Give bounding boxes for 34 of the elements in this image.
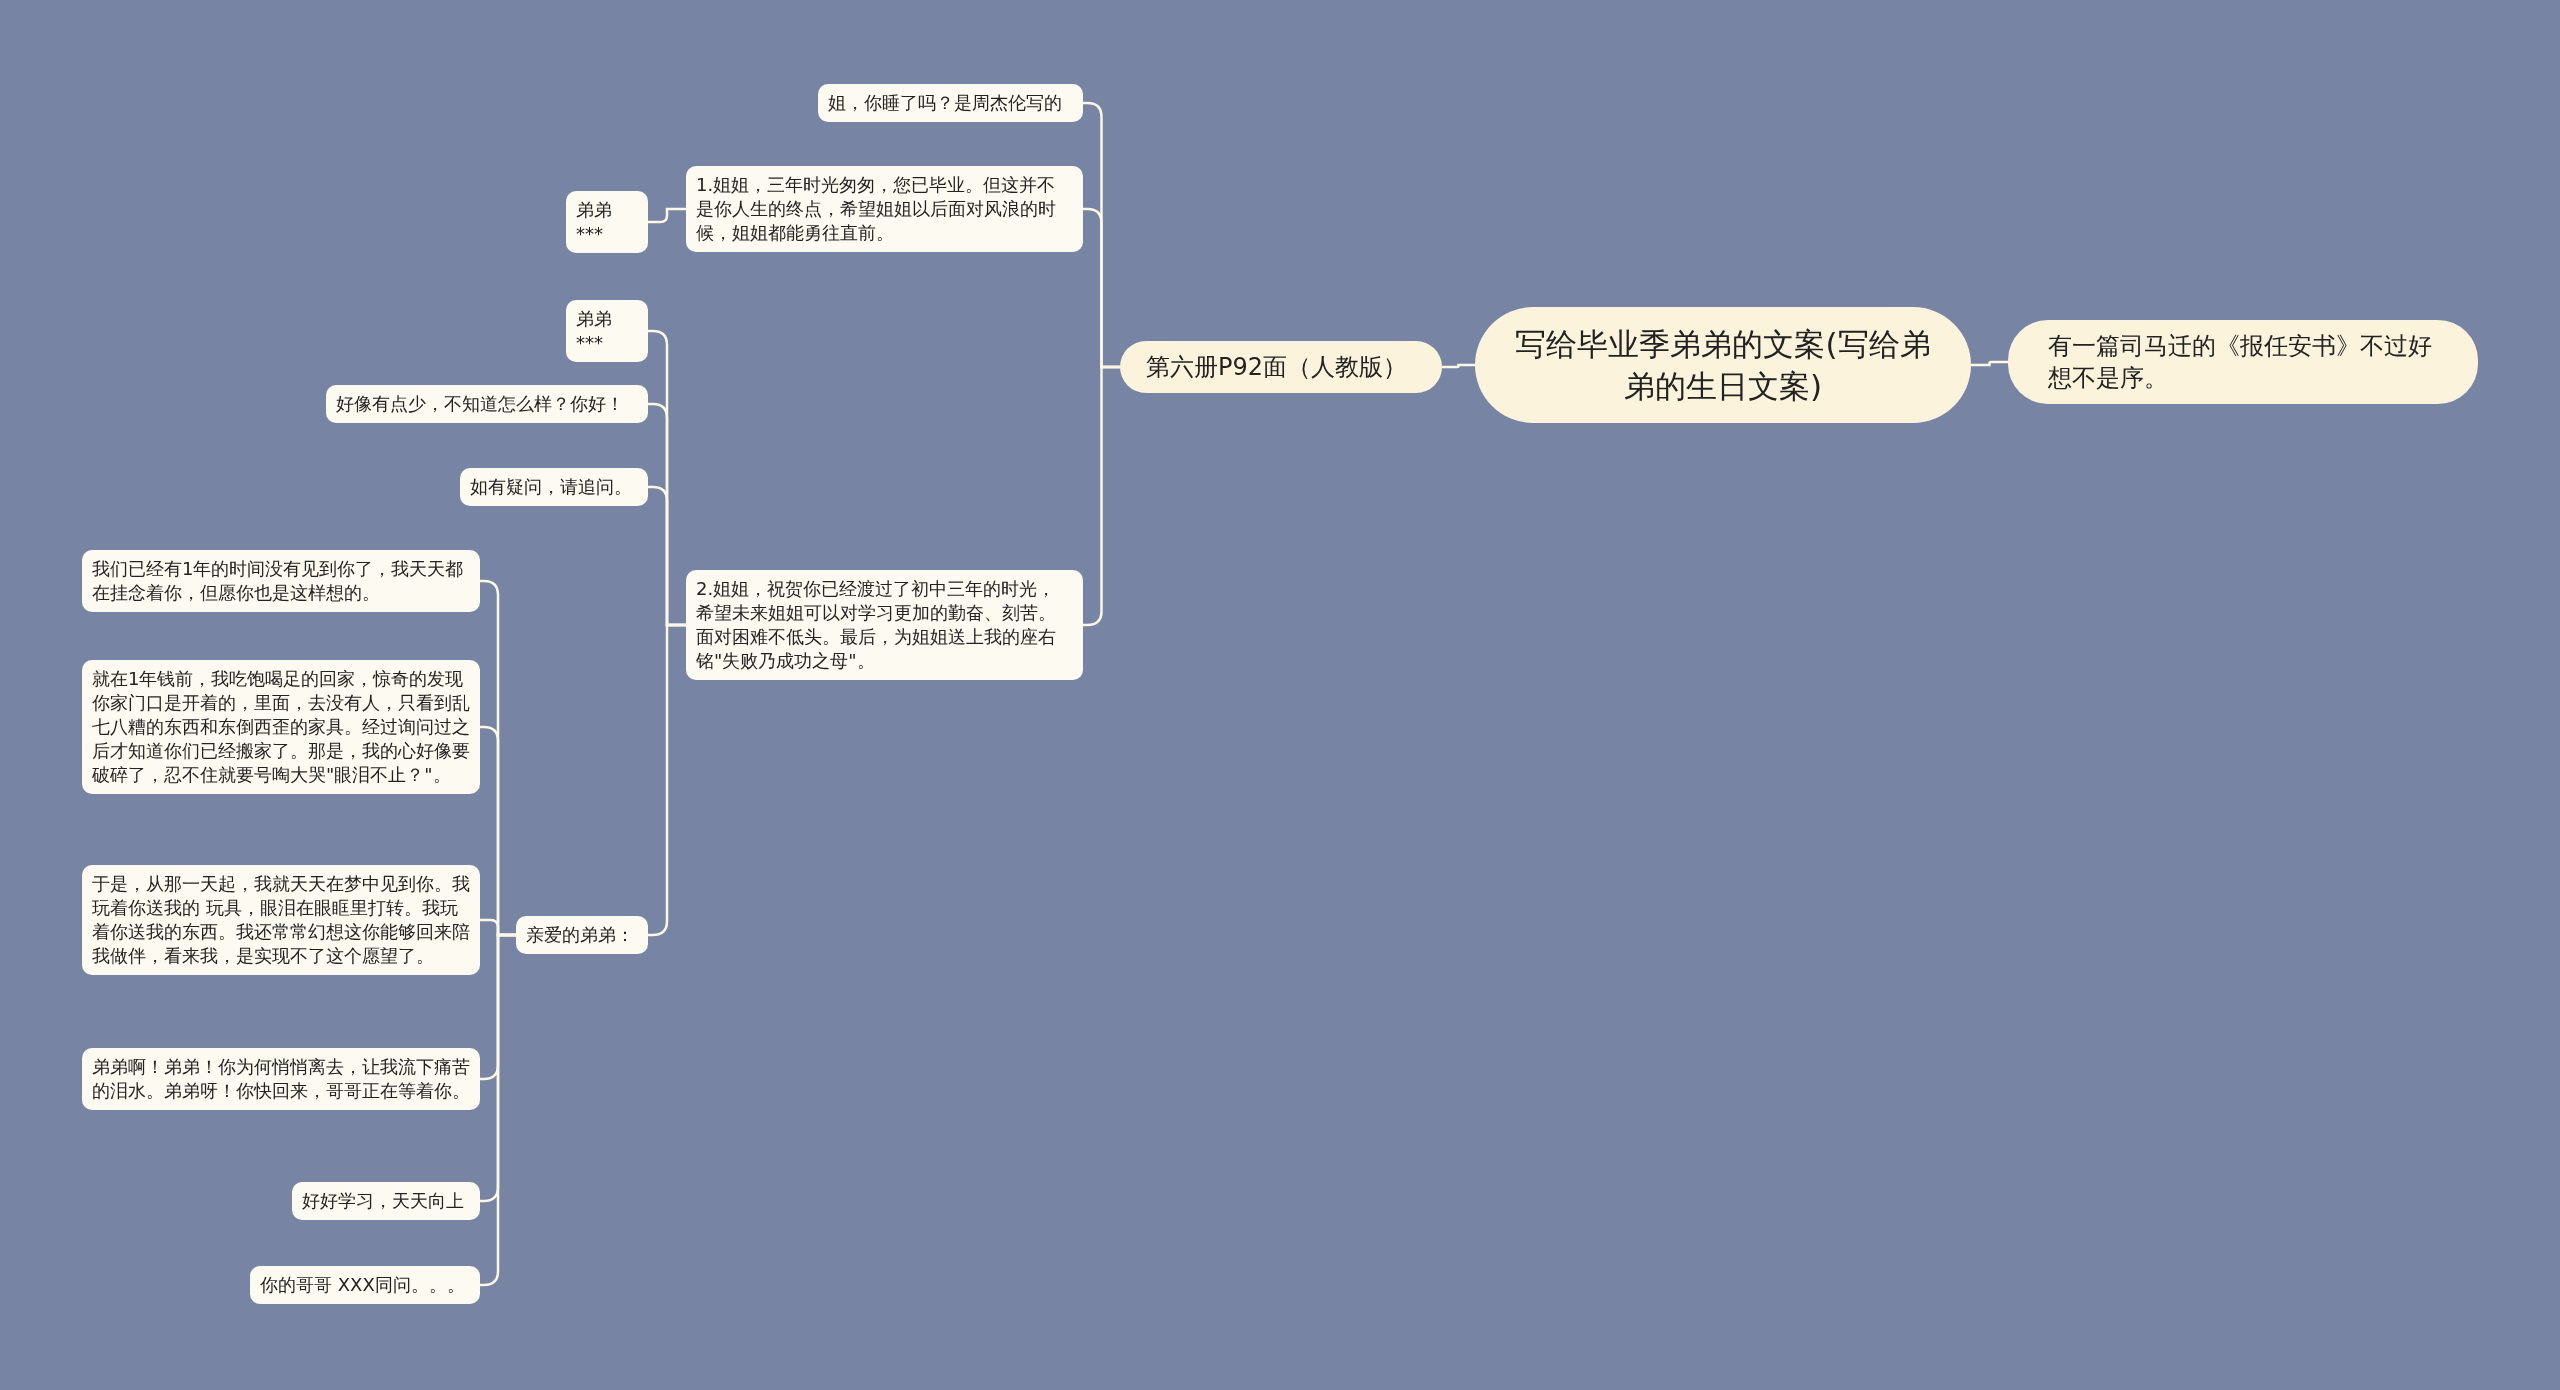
- topic-card: [516, 916, 648, 954]
- topic-text: 有一篇司马迁的《报任安书》不过好想不是序。: [2048, 331, 2433, 394]
- topic-card: [1120, 341, 1442, 393]
- topic-text: 弟弟啊！弟弟！你为何悄悄离去，让我流下痛苦的泪水。弟弟呀！你快回来，哥哥正在等着你。: [92, 1055, 470, 1103]
- topic-text: 就在1年钱前，我吃饱喝足的回家，惊奇的发现你家门口是开着的，里面，去没有人，只看到乱七八糟的东西和东倒西歪的家具。经过询问过之后才知道你们已经搬家了。那是，我的心好像要破碎了，忍不住就要号啕大哭"眼泪不止？"。: [92, 667, 470, 787]
- topic-card: [566, 300, 648, 362]
- connector-line: [648, 207, 686, 224]
- topic-text: 姐，你睡了吗？是周杰伦写的: [828, 91, 1063, 115]
- topic-card: [566, 191, 648, 253]
- connector-line: [1971, 360, 2008, 367]
- topic-card: [82, 550, 480, 612]
- topic-card: [82, 1048, 480, 1110]
- topic-card: [250, 1266, 480, 1304]
- topic-card: [818, 84, 1083, 122]
- topic-text: 你的哥哥 XXX同问。。。: [260, 1273, 466, 1297]
- topic-text: 于是，从那一天起，我就天天在梦中见到你。我玩着你送我的 玩具，眼泪在眼眶里打转。我玩着你送我的东西。我还常常幻想这你能够回来陪我做伴，看来我，是实现不了这个愿望了。: [92, 872, 470, 968]
- topic-text: 如有疑问，请追问。: [470, 475, 633, 499]
- topic-card: [686, 166, 1083, 252]
- topic-text: 好好学习，天天向上: [302, 1189, 465, 1213]
- topic-card: [326, 385, 648, 423]
- topic-card: [686, 570, 1083, 680]
- topic-text: 写给毕业季弟弟的文案(写给弟弟的生日文案): [1515, 325, 1931, 406]
- topic-text: 弟弟***: [576, 307, 613, 355]
- topic-card: [292, 1182, 480, 1220]
- topic-text: 2.姐姐，祝贺你已经渡过了初中三年的时光，希望未来姐姐可以对学习更加的勤奋、刻苦。面对困难不低头。最后，为姐姐送上我的座右铭"失败乃成功之母"。: [696, 577, 1057, 673]
- connector-line: [1442, 363, 1475, 369]
- topic-text: 弟弟***: [576, 198, 613, 246]
- topic-text: 我们已经有1年的时间没有见到你了，我天天都在挂念着你，但愿你也是这样想的。: [92, 557, 465, 605]
- topic-card: [460, 468, 648, 506]
- topic-text: 1.姐姐，三年时光匆匆，您已毕业。但这并不是你人生的终点，希望姐姐以后面对风浪的时候，姐姐都能勇往直前。: [696, 173, 1057, 245]
- topic-text: 第六册P92面（人教版）: [1146, 352, 1408, 383]
- topic-text: 亲爱的弟弟：: [526, 923, 635, 947]
- topic-card: [82, 865, 480, 975]
- topic-text: 好像有点少，不知道怎么样？你好！: [336, 392, 625, 416]
